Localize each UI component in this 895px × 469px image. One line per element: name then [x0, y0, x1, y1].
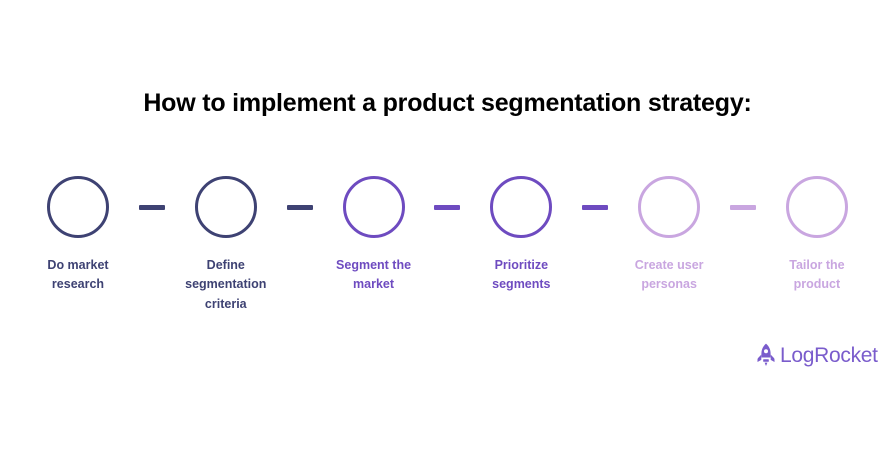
step-connector: [582, 205, 609, 210]
process-steps-row: Do market research Define segmentation c…: [26, 176, 869, 314]
step-circle-create-user-personas: [638, 176, 701, 238]
step-circle-tailor-the-product: [785, 176, 848, 238]
step-label: Tailor the product: [789, 258, 845, 292]
process-step: Segment the market: [322, 176, 426, 295]
step-label: Prioritize segments: [492, 258, 551, 292]
step-connector: [434, 205, 461, 210]
step-circle-segment-the-market: [342, 176, 405, 238]
process-step: Do market research: [26, 176, 130, 295]
step-circle-do-market-research: [47, 176, 109, 238]
process-step: Create user personas: [617, 176, 721, 295]
process-step: Prioritize segments: [469, 176, 573, 295]
process-step: Tailor the product: [765, 176, 869, 295]
page-title: How to implement a product segmentation …: [143, 89, 752, 117]
step-circle-prioritize-segments: [490, 176, 553, 238]
step-connector: [138, 205, 165, 210]
rocket-icon: [755, 343, 777, 367]
step-label: Do market research: [47, 258, 109, 292]
step-connector: [286, 205, 313, 210]
logrocket-logo: LogRocket: [755, 343, 878, 367]
step-label: Define segmentation criteria: [185, 258, 267, 311]
logrocket-wordmark: LogRocket: [780, 343, 878, 367]
process-step: Define segmentation criteria: [174, 176, 278, 314]
step-circle-define-segmentation-criteria: [194, 176, 257, 238]
step-connector: [730, 205, 757, 210]
step-label: Segment the market: [336, 258, 412, 292]
step-label: Create user personas: [634, 258, 704, 292]
